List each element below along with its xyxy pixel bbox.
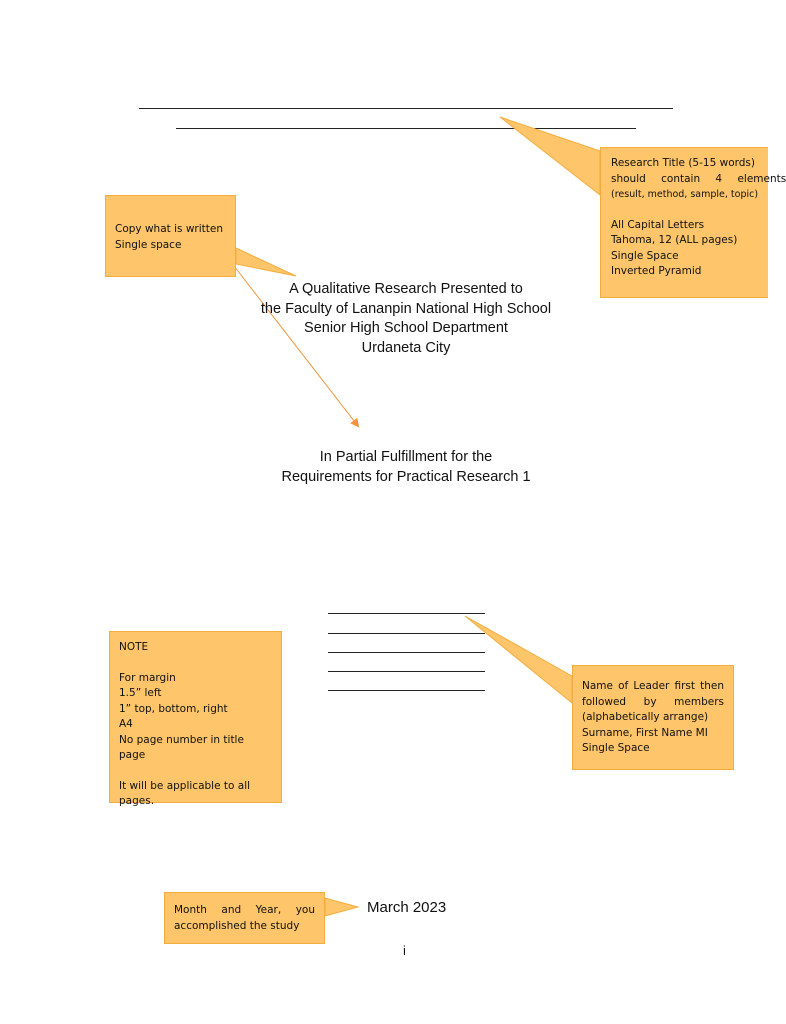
presented-to-block: A Qualitative Research Presented to the … (236, 280, 576, 358)
callout-names-line: followed by members (582, 695, 724, 708)
callout-title-line: Research Title (5-15 words) (611, 157, 755, 169)
copy-callout-pointer (235, 247, 297, 277)
callout-copy-line: Copy what is written (115, 223, 223, 235)
callout-pointers (233, 116, 601, 917)
fulfillment-block: In Partial Fulfillment for the Requireme… (256, 448, 556, 487)
callout-note-line: A4 (119, 718, 133, 730)
submission-date: March 2023 (367, 899, 447, 916)
presented-line: Senior High School Department (304, 320, 508, 336)
callout-note-line: pages. (119, 795, 155, 807)
page-number: i (403, 943, 406, 958)
callout-title-line: (result, method, sample, topic) (611, 189, 759, 200)
callout-title-line: Single Space (611, 249, 679, 262)
callout-names-line: Surname, First Name MI (582, 726, 708, 739)
copy-instruction-callout: Copy what is written Single space (105, 195, 236, 277)
name-line-5 (328, 690, 485, 691)
callout-note-line: 1” top, bottom, right (119, 702, 228, 715)
title-line-1 (139, 108, 673, 109)
callout-note-line: No page number in title page (119, 733, 244, 762)
callout-note-line: NOTE (119, 641, 149, 653)
callout-title-line: should contain 4 elements (611, 172, 786, 185)
callout-month-line: accomplished the study (174, 919, 300, 932)
callout-names-line: (alphabetically arrange) (582, 711, 709, 723)
callout-title-line: All Capital Letters (611, 218, 705, 231)
fulfillment-line: In Partial Fulfillment for the (319, 449, 493, 465)
callout-names-line: Name of Leader first then (582, 680, 724, 692)
title-line-2 (176, 128, 636, 129)
callout-title-line: Inverted Pyramid (611, 265, 702, 277)
callout-names-line: Single Space (582, 742, 650, 754)
presented-line: the Faculty of Lananpin National High Sc… (260, 300, 552, 317)
name-line-4 (328, 671, 485, 672)
orange-arrow (233, 265, 360, 428)
callout-month-line: Month and Year, you (174, 904, 315, 916)
research-title-callout: Research Title (5-15 words) should conta… (600, 147, 786, 298)
name-line-2 (328, 633, 485, 634)
name-line-1 (328, 613, 485, 614)
month-callout-pointer (324, 897, 360, 917)
callout-note-line: For margin (119, 671, 176, 684)
presented-line: Urdaneta City (361, 339, 451, 356)
callout-note-line: It will be applicable to all (119, 779, 251, 792)
fulfillment-line: Requirements for Practical Research 1 (281, 468, 531, 485)
presented-line: A Qualitative Research Presented to (289, 281, 523, 297)
month-year-callout: Month and Year, you accomplished the stu… (164, 892, 325, 944)
margin-note-callout: NOTE For margin 1.5” left 1” top, bottom… (109, 631, 282, 807)
name-line-3 (328, 652, 485, 653)
callout-title-line: Tahoma, 12 (ALL pages) (611, 234, 738, 246)
title-callout-pointer (499, 116, 601, 197)
member-names-callout: Name of Leader first then followed by me… (572, 665, 734, 770)
callout-copy-line: Single space (115, 238, 182, 251)
callout-note-line: 1.5” left (119, 687, 162, 699)
